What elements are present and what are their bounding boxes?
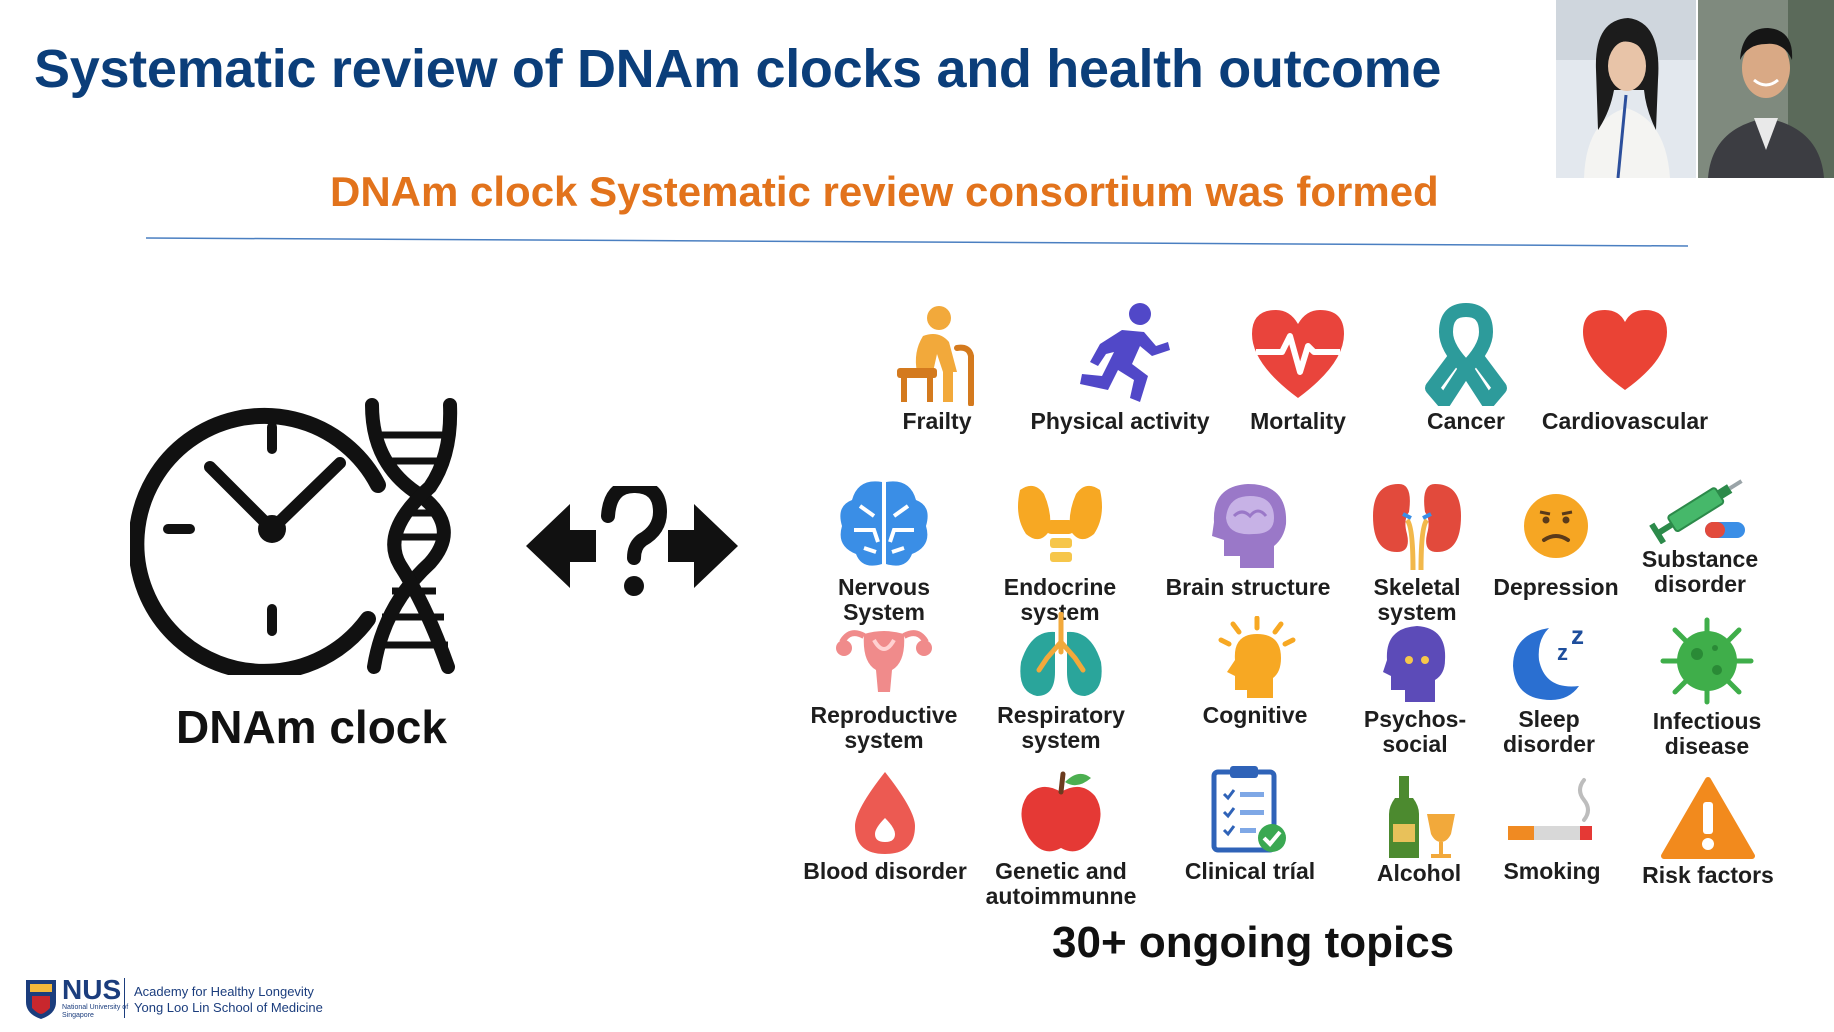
blood-drop-icon <box>855 772 915 854</box>
topic-clinical-trial: Clinical tríal <box>1160 764 1340 884</box>
topic-skeletal-system: Skeletal system <box>1327 476 1507 625</box>
topic-label: Brain structure <box>1165 574 1331 600</box>
topic-mortality: Mortality <box>1208 302 1388 434</box>
topic-label: Sleep disorder <box>1502 706 1596 757</box>
topic-label: Physical activity <box>1030 408 1210 434</box>
topic-label: Smoking <box>1503 858 1601 884</box>
head-brain-icon <box>1212 484 1287 568</box>
kidneys-icon <box>1373 484 1461 571</box>
topic-brain-structure: Brain structure <box>1158 476 1338 600</box>
nus-logo: NUS National University of Singapore Aca… <box>24 974 344 1022</box>
topic-label: Reproductive system <box>810 702 958 753</box>
topic-label: Cardiovascular <box>1541 408 1709 434</box>
brain-circuit-icon <box>840 481 928 566</box>
nus-subtitle: National University of Singapore <box>62 1004 129 1019</box>
thyroid-icon <box>1018 485 1102 562</box>
topic-label: Risk factors <box>1642 862 1774 888</box>
topic-label: Alcohol <box>1376 860 1462 886</box>
logo-separator <box>124 978 125 1018</box>
topic-label: Infectious disease <box>1652 708 1762 759</box>
head-profile-icon <box>1383 626 1446 702</box>
topic-label: Respiratory system <box>997 702 1125 753</box>
divider-line <box>146 237 1689 247</box>
topic-respiratory-system: Respiratory system <box>971 612 1151 753</box>
question-mark-double-arrow-icon <box>526 486 738 596</box>
topic-label: Nervous System <box>837 574 931 625</box>
clock-dna-icon <box>130 398 458 675</box>
topic-physical-activity: Physical activity <box>1030 302 1210 434</box>
topic-infectious-disease: Infectious disease <box>1617 616 1797 759</box>
awareness-ribbon-icon <box>1425 303 1507 406</box>
topic-label: Depression <box>1493 574 1619 600</box>
topic-cognitive: Cognitive <box>1165 616 1345 728</box>
topic-label: Cognitive <box>1202 702 1308 728</box>
topic-label: Clinical tríal <box>1184 858 1316 884</box>
svg-text:z: z <box>1557 640 1568 665</box>
topic-label: Substance disorder <box>1641 546 1759 597</box>
topic-psychosocial: Psychos- social <box>1325 620 1505 757</box>
topic-label: Frailty <box>902 408 972 434</box>
topic-smoking: Smoking <box>1462 776 1642 884</box>
topic-nervous-system: Nervous System <box>794 476 974 625</box>
topic-label: Mortality <box>1250 408 1346 434</box>
academy-name: Academy for Healthy Longevity <box>134 984 314 999</box>
topic-reproductive-system: Reproductive system <box>794 618 974 753</box>
topic-endocrine-system: Endocrine system <box>970 476 1150 625</box>
topic-cardiovascular: Cardiovascular <box>1535 302 1715 434</box>
dnam-clock-label: DNAm clock <box>176 701 447 753</box>
topic-alcohol: Alcohol <box>1329 774 1509 886</box>
warning-triangle-icon <box>1661 777 1755 859</box>
nus-wordmark: NUS <box>62 974 122 1005</box>
lungs-icon <box>1020 612 1102 696</box>
topic-sleep-disorder: z z Sleep disorder <box>1459 620 1639 757</box>
virus-icon <box>1660 617 1754 705</box>
presenter-video-1 <box>1556 0 1696 178</box>
syringe-pill-icon <box>1649 479 1745 544</box>
uterus-icon <box>836 630 932 692</box>
sad-face-icon <box>1524 494 1588 558</box>
clipboard-check-icon <box>1211 766 1286 853</box>
ongoing-topics-label: 30+ ongoing topics <box>1052 918 1455 967</box>
topic-risk-factors: Risk factors <box>1618 776 1798 888</box>
topic-label: Genetic and autoimmunne <box>985 858 1137 909</box>
topic-label: Blood disorder <box>803 858 967 884</box>
school-name: Yong Loo Lin School of Medicine <box>134 1000 323 1015</box>
red-heart-icon <box>1583 310 1667 390</box>
topic-label: Psychos- social <box>1363 706 1467 757</box>
presenter-video-2 <box>1698 0 1834 178</box>
topic-blood-disorder: Blood disorder <box>795 770 975 884</box>
topic-substance-disorder: Substance disorder <box>1610 470 1790 597</box>
moon-zzz-icon: z z <box>1513 620 1584 700</box>
topic-depression: Depression <box>1466 476 1646 600</box>
topic-label: Skeletal system <box>1373 574 1461 625</box>
topic-cancer: Cancer <box>1376 302 1556 434</box>
topic-genetic-autoimmune: Genetic and autoimmunne <box>971 766 1151 909</box>
running-person-icon <box>1080 303 1170 402</box>
lightbulb-head-icon <box>1218 616 1296 698</box>
bottle-glass-icon <box>1389 776 1455 858</box>
svg-text:z: z <box>1571 620 1584 650</box>
elderly-person-cane-icon <box>897 306 974 406</box>
nus-crest-icon <box>26 980 56 1019</box>
topic-frailty: Frailty <box>847 302 1027 434</box>
cigarette-icon <box>1508 778 1592 840</box>
slide-title: Systematic review of DNAm clocks and hea… <box>34 39 1442 99</box>
topic-label: Cancer <box>1427 408 1505 434</box>
heartbeat-heart-icon <box>1252 310 1344 398</box>
apple-icon <box>1021 771 1101 852</box>
slide-subtitle: DNAm clock Systematic review consortium … <box>330 168 1439 215</box>
